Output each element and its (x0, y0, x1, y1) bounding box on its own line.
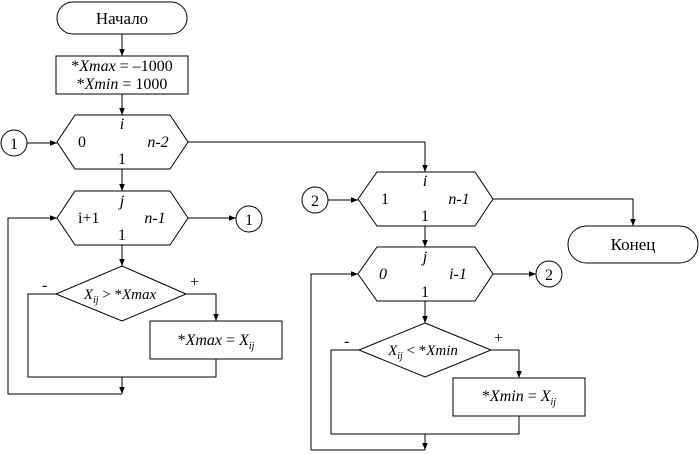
loop-j-max-to: n-1 (144, 210, 165, 227)
loop-i-min-var: i (423, 173, 427, 190)
connector-1-in-label: 1 (10, 136, 18, 153)
connector-1-out-label: 1 (245, 212, 253, 229)
loop-i-min (357, 171, 494, 227)
init-line-1: *Xmax = –1000 (71, 58, 172, 75)
loop-j-min-from: 0 (379, 266, 387, 283)
flow-decision-min-no (330, 349, 425, 435)
flow-assign-max-out (122, 359, 217, 378)
assign-min-block (452, 377, 586, 417)
decision-min-label: Xij < *Xmin (387, 343, 458, 362)
decision-max-yes: + (190, 274, 199, 291)
flow-decision-max-yes (186, 293, 219, 321)
decision-min-yes: + (494, 330, 503, 347)
loop-i-max-from: 0 (78, 134, 86, 151)
loop-j-max-var: j (118, 193, 125, 210)
loop-i-max-to: n-2 (147, 134, 168, 151)
loop-j-min-var: j (421, 249, 428, 266)
loop-j-max-step: 1 (118, 227, 126, 244)
flow-decision-min-yes (491, 349, 522, 378)
loop-i-max (56, 114, 189, 170)
connector-2-in-label: 2 (311, 193, 319, 210)
decision-min (357, 322, 493, 378)
assign-max-label: *Xmax = Xij (178, 332, 255, 352)
connector-2-out-label: 2 (545, 267, 553, 284)
decision-min-no: - (344, 333, 349, 350)
init-line-2: *Xmin = 1000 (77, 76, 168, 93)
flow-decision-max-no (27, 293, 122, 378)
init-block (55, 55, 189, 95)
assign-min-label: *Xmin = Xij (482, 388, 556, 408)
connector-1-out (235, 205, 263, 233)
loop-j-min-step: 1 (421, 284, 429, 301)
flow-loopi-exit (188, 141, 428, 172)
loop-i-min-step: 1 (421, 208, 429, 225)
loop-j-max-from: i+1 (78, 210, 99, 227)
decision-max-label: Xij > *Xmax (83, 287, 157, 306)
loop-j-min-to: i-1 (449, 266, 467, 283)
flow-assign-min-out (425, 416, 520, 435)
end-label: Конец (611, 235, 656, 254)
loop-i-max-var: i (120, 116, 124, 133)
flow-loop-back-max (7, 215, 122, 395)
loop-i-max-step: 1 (118, 151, 126, 168)
flow-loopi-min-exit (493, 198, 636, 226)
decision-max (54, 265, 188, 322)
loop-i-min-to: n-1 (448, 191, 469, 208)
flow-loop-back-min (310, 271, 425, 451)
decision-max-no: - (42, 277, 47, 294)
start-label: Начало (96, 9, 148, 28)
loop-i-min-from: 1 (381, 191, 389, 208)
